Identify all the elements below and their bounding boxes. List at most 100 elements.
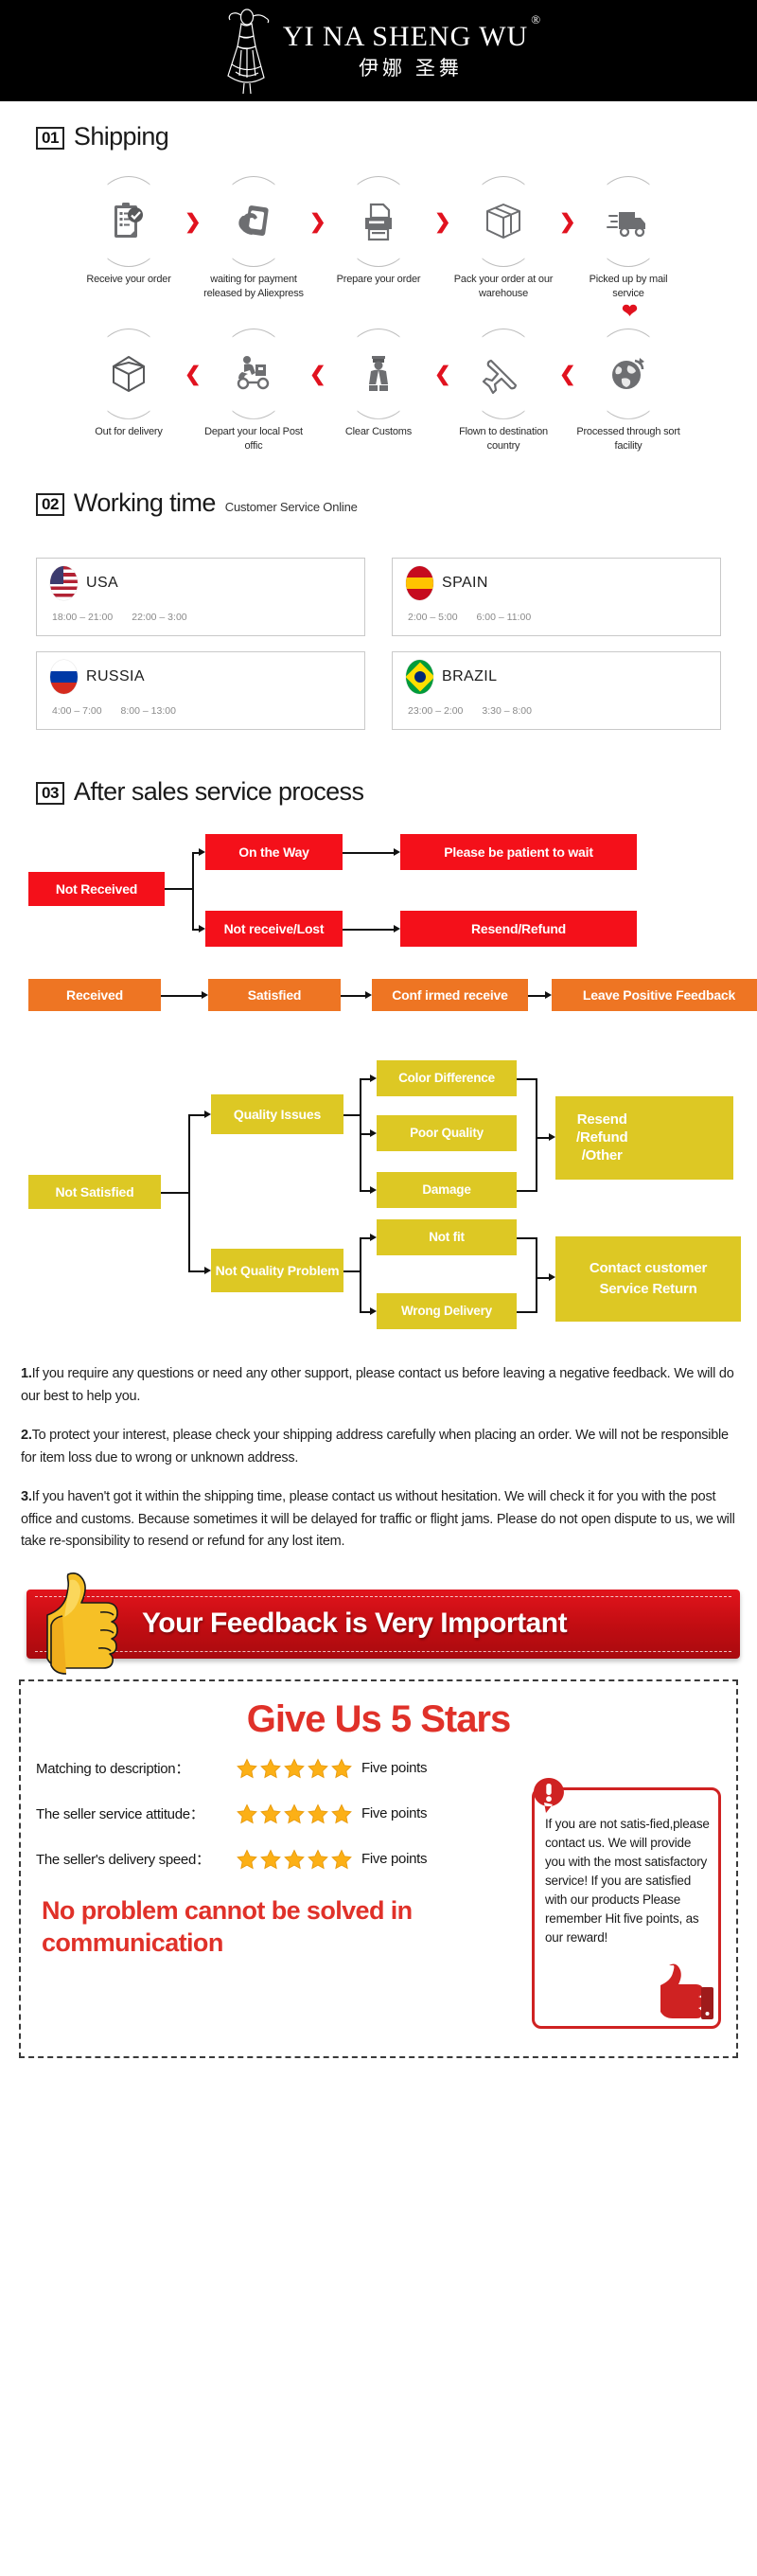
- time-slot: 4:00 – 7:00: [52, 705, 102, 718]
- star-rating[interactable]: [237, 1758, 352, 1779]
- shipping-steps: Receive your order ❯ waiting for payment…: [0, 151, 757, 453]
- star-icon[interactable]: [237, 1758, 257, 1779]
- flow-line: [360, 1237, 361, 1312]
- flow-arrow: [370, 1233, 377, 1241]
- flow-node-received: Received: [28, 979, 161, 1012]
- shipping-step: Flown to destination country: [448, 329, 559, 453]
- rating-box: Give Us 5 Stars Matching to description：…: [19, 1679, 738, 2058]
- airplane-icon: [482, 359, 518, 394]
- thumbs-up-red-icon: [660, 1963, 713, 2019]
- flow-line: [360, 1311, 370, 1313]
- star-icon[interactable]: [237, 1849, 257, 1870]
- star-icon[interactable]: [308, 1849, 328, 1870]
- flow-node-leave-positive-feedback: Leave Positive Feedback: [552, 979, 757, 1012]
- feedback-banner-text: Your Feedback is Very Important: [142, 1608, 568, 1640]
- flow-arrow: [204, 1110, 211, 1118]
- chevron-left-icon: ❮: [185, 363, 202, 385]
- star-icon[interactable]: [331, 1849, 352, 1870]
- flow-line: [343, 1270, 361, 1272]
- working-time-cards: USA 18:00 – 21:00 22:00 – 3:00 SPAIN 2:0…: [0, 518, 757, 731]
- flow-arrow: [365, 990, 372, 999]
- star-icon[interactable]: [260, 1849, 281, 1870]
- delivery-truck-icon: [607, 212, 645, 238]
- flow-line: [528, 995, 545, 997]
- flag-spain-icon: [406, 566, 433, 601]
- star-rating[interactable]: [237, 1849, 352, 1870]
- star-icon[interactable]: [260, 1803, 281, 1824]
- flow-node-not-fit: Not fit: [377, 1219, 517, 1256]
- time-slot: 2:00 – 5:00: [408, 612, 458, 624]
- exclamation-bubble-icon: [533, 1777, 564, 1813]
- star-rating[interactable]: [237, 1803, 352, 1824]
- star-icon[interactable]: [308, 1803, 328, 1824]
- registered-mark: ®: [531, 12, 542, 27]
- flow-arrow: [545, 990, 552, 999]
- flag-russia-icon: [50, 660, 78, 695]
- flow-arrow: [202, 990, 208, 999]
- shipping-step-label: Receive your order: [86, 274, 171, 285]
- brand-name-text: YI NA SHENG WU: [282, 21, 529, 52]
- country-name: RUSSIA: [86, 668, 145, 685]
- section-title-working-time: Working time: [73, 489, 216, 518]
- flow-line: [343, 852, 394, 854]
- shipping-step-label: Picked up by mail service: [589, 274, 668, 299]
- flow-arrow: [394, 847, 400, 856]
- flow-line: [517, 1237, 537, 1239]
- chevron-right-icon: ❯: [309, 211, 326, 233]
- star-icon[interactable]: [284, 1849, 305, 1870]
- flag-usa-icon: [50, 566, 78, 601]
- shipping-step: waiting for payment released by Aliexpre…: [198, 176, 309, 301]
- hand-card-icon: [238, 205, 269, 236]
- rating-section: Give Us 5 Stars Matching to description：…: [0, 1659, 757, 2077]
- brand-header: YI NA SHENG WU® 伊娜 圣舞: [0, 0, 757, 101]
- chevron-right-icon: ❯: [434, 211, 451, 233]
- note-text: If you require any questions or need any…: [21, 1366, 734, 1404]
- flow-line: [188, 1114, 190, 1271]
- rating-points: Five points: [361, 1851, 428, 1868]
- chevron-left-icon: ❮: [309, 363, 326, 385]
- flow-arrow: [370, 1185, 377, 1194]
- working-time-card-spain: SPAIN 2:00 – 5:00 6:00 – 11:00: [392, 558, 721, 637]
- flow-node-color-difference: Color Difference: [377, 1060, 517, 1097]
- rating-label: The seller's delivery speed：: [36, 1852, 210, 1869]
- star-icon[interactable]: [237, 1803, 257, 1824]
- star-icon[interactable]: [260, 1758, 281, 1779]
- rating-title: Give Us 5 Stars: [246, 1697, 512, 1740]
- flow-arrow: [204, 1266, 211, 1274]
- flow-line: [343, 1114, 361, 1116]
- star-icon[interactable]: [284, 1758, 305, 1779]
- red-flowchart: Not Received On the Way Please be patien…: [0, 807, 757, 950]
- chevron-right-icon: ❯: [559, 211, 576, 233]
- note-item: 2.To protect your interest, please check…: [21, 1425, 736, 1469]
- country-name: BRAZIL: [442, 668, 498, 685]
- flow-line: [161, 1192, 189, 1194]
- brand-name-cn: 伊娜 圣舞: [359, 58, 463, 80]
- warning-box: If you are not satis-fied,please contact…: [532, 1777, 721, 2029]
- warning-text: If you are not satis-fied,please contact…: [545, 1816, 710, 1945]
- clipboard-check-icon: [114, 203, 143, 238]
- shipping-step: Depart your local Post offic: [198, 329, 309, 453]
- flow-line: [536, 1137, 549, 1139]
- flow-line: [192, 852, 199, 854]
- shipping-step-label: Out for delivery: [95, 425, 163, 437]
- star-icon[interactable]: [308, 1758, 328, 1779]
- star-icon[interactable]: [284, 1803, 305, 1824]
- rating-row: The seller service attitude： Five points: [36, 1803, 555, 1824]
- flow-line: [192, 929, 199, 931]
- flow-node-poor-quality: Poor Quality: [377, 1115, 517, 1152]
- shipping-step-label: waiting for payment released by Aliexpre…: [203, 274, 304, 299]
- section-title-shipping: Shipping: [73, 122, 169, 151]
- time-slot: 22:00 – 3:00: [132, 612, 187, 624]
- flow-node-confirmed-receive: Conf irmed receive: [372, 979, 528, 1012]
- star-icon[interactable]: [331, 1803, 352, 1824]
- star-icon[interactable]: [331, 1758, 352, 1779]
- rating-slogan: No problem cannot be solved in communica…: [42, 1895, 413, 1958]
- shipping-step: Pack your order at our warehouse: [448, 176, 559, 301]
- flow-arrow: [199, 847, 205, 856]
- section-number-03: 03: [36, 782, 64, 806]
- orange-flowchart: Received Satisfied Conf irmed receive Le…: [0, 950, 757, 1019]
- time-slot: 3:30 – 8:00: [482, 705, 532, 718]
- flow-line: [360, 1190, 370, 1192]
- flow-line: [517, 1311, 537, 1313]
- flow-line: [360, 1133, 370, 1135]
